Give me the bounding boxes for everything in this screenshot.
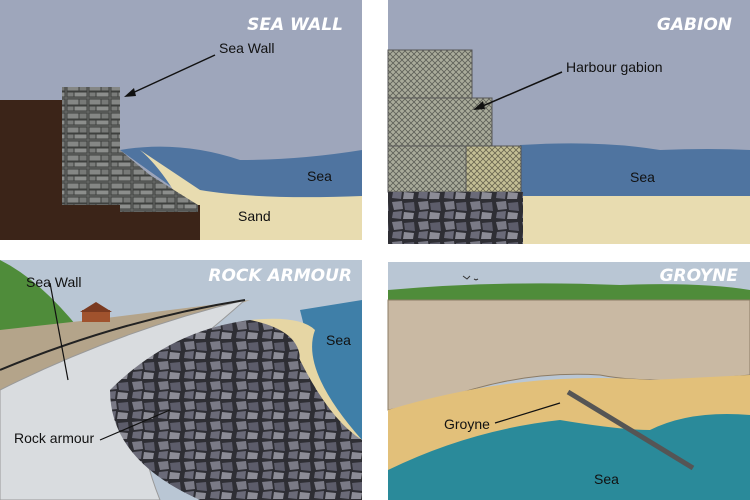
pointer-arrow bbox=[477, 71, 563, 109]
pointer-arrow bbox=[49, 282, 69, 381]
panel-title: SEA WALL bbox=[247, 15, 343, 35]
panel-title: ROCK ARMOUR bbox=[208, 266, 352, 286]
sea-wall-base bbox=[120, 150, 198, 212]
label-sand: Sand bbox=[238, 208, 271, 224]
birds bbox=[462, 275, 479, 281]
groyne-structure bbox=[566, 389, 695, 471]
gabion-basket bbox=[387, 97, 493, 147]
panel-title: GROYNE bbox=[660, 266, 739, 286]
sea bbox=[300, 300, 362, 440]
rock-armour-boulders bbox=[110, 320, 362, 500]
sea bbox=[520, 143, 750, 200]
gabion-basket bbox=[465, 145, 522, 193]
sea-wall-structure bbox=[62, 87, 120, 205]
label-sea-wall: Sea Wall bbox=[219, 40, 275, 56]
panel-sea-wall: SEA WALL Sea Wall Sea Sand bbox=[0, 0, 362, 240]
label-sea-wall: Sea Wall bbox=[26, 274, 82, 290]
house bbox=[82, 310, 110, 322]
gabion-basket bbox=[387, 145, 467, 193]
gabion-basket bbox=[387, 49, 473, 99]
hillside bbox=[0, 260, 80, 340]
sand bbox=[520, 196, 750, 244]
label-harbour-gabion: Harbour gabion bbox=[566, 59, 663, 75]
sea bbox=[388, 414, 750, 500]
label-rock-armour: Rock armour bbox=[14, 430, 94, 446]
label-sea: Sea bbox=[630, 169, 655, 185]
label-sea: Sea bbox=[326, 332, 351, 348]
panel-rock-armour: ROCK ARMOUR Sea Wall Rock armour Sea bbox=[0, 260, 362, 500]
label-groyne: Groyne bbox=[444, 416, 490, 432]
railing bbox=[0, 299, 246, 371]
panel-gabion: GABION Harbour gabion Sea bbox=[387, 0, 750, 244]
panel-groyne: GROYNE Groyne Sea bbox=[387, 262, 750, 500]
pointer-arrow bbox=[99, 409, 171, 441]
panel-title: GABION bbox=[657, 15, 732, 35]
pointer-arrow bbox=[494, 402, 561, 424]
pointer-arrow bbox=[127, 54, 216, 96]
label-sea: Sea bbox=[594, 471, 619, 487]
label-sea: Sea bbox=[307, 168, 332, 184]
rock-foundation bbox=[388, 192, 523, 244]
